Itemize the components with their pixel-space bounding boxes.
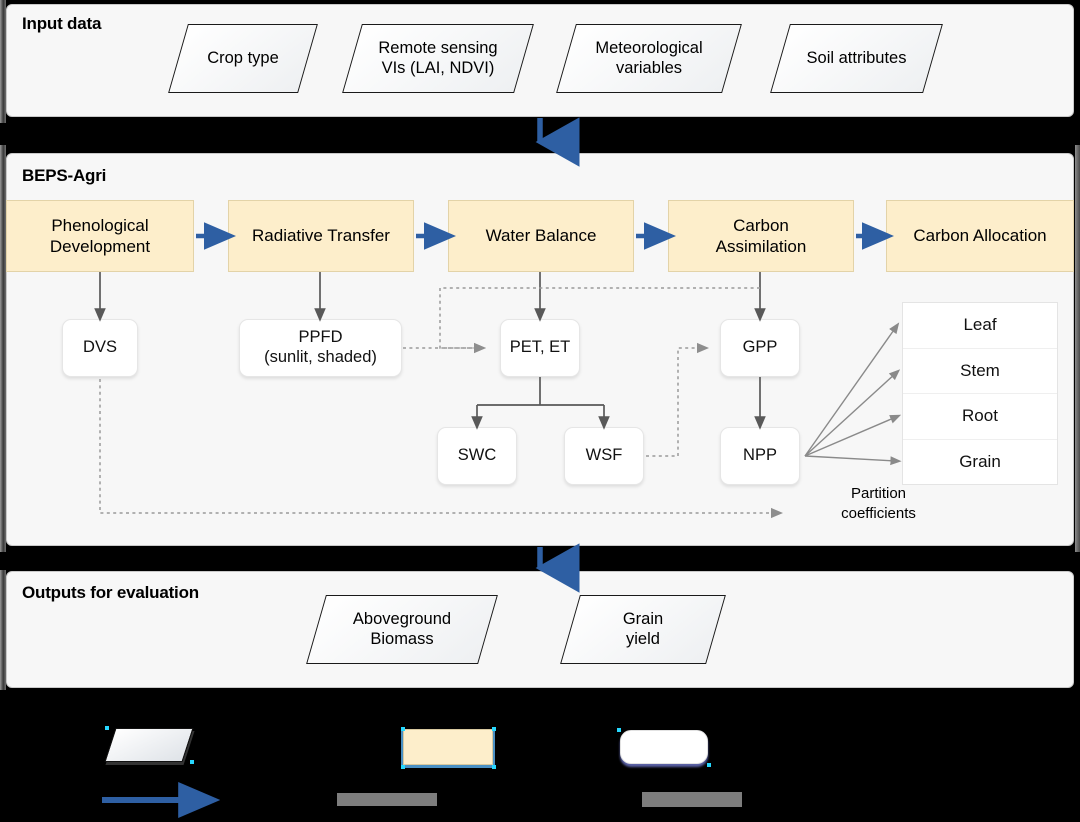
process-box-carbon-assimilation[interactable]: Carbon Assimilation [668, 200, 854, 272]
legend-parallelogram-shape[interactable] [104, 728, 194, 762]
left-scroll-rail[interactable] [0, 0, 6, 690]
legend-handle-proc-br[interactable] [492, 765, 496, 769]
legend-handle-para-br[interactable] [190, 760, 194, 764]
input-label-meteorological: Meteorological variables [595, 38, 703, 77]
output-label-aboveground-biomass: Aboveground Biomass [352, 609, 452, 648]
partition-table: Leaf Stem Root Grain [902, 302, 1058, 485]
process-box-phenological-development[interactable]: Phenological Development [6, 200, 194, 272]
separator-band-top [0, 123, 1080, 145]
variable-box-wsf[interactable]: WSF [564, 427, 644, 485]
input-data-title: Input data [22, 14, 102, 33]
variable-box-npp[interactable]: NPP [720, 427, 800, 485]
legend-caption-bar-1 [337, 793, 437, 806]
legend-handle-proc-bl[interactable] [401, 765, 405, 769]
legend-handle-var-br[interactable] [707, 763, 711, 767]
variable-box-gpp[interactable]: GPP [720, 319, 800, 377]
variable-box-dvs[interactable]: DVS [62, 319, 138, 377]
legend-process-box-shape[interactable] [403, 729, 493, 765]
legend-handle-proc-tr[interactable] [492, 727, 496, 731]
process-box-carbon-allocation[interactable]: Carbon Allocation [886, 200, 1074, 272]
partition-row-root[interactable]: Root [903, 394, 1057, 440]
variable-box-ppfd[interactable]: PPFD (sunlit, shaded) [239, 319, 402, 377]
output-label-grain-yield: Grain yield [622, 609, 664, 648]
legend-handle-var-tl[interactable] [617, 728, 621, 732]
process-box-water-balance[interactable]: Water Balance [448, 200, 634, 272]
partition-row-stem[interactable]: Stem [903, 349, 1057, 394]
variable-box-pet-et[interactable]: PET, ET [500, 319, 580, 377]
partition-row-leaf[interactable]: Leaf [903, 303, 1057, 349]
beps-agri-title: BEPS-Agri [22, 166, 107, 185]
input-label-remote-sensing: Remote sensing VIs (LAI, NDVI) [378, 38, 498, 77]
right-scroll-rail[interactable] [1075, 140, 1080, 555]
legend-caption-bar-2 [642, 792, 742, 807]
legend-variable-box-shape[interactable] [620, 730, 708, 764]
legend-handle-proc-tl[interactable] [401, 727, 405, 731]
separator-band-bottom [0, 552, 1080, 570]
process-box-radiative-transfer[interactable]: Radiative Transfer [228, 200, 414, 272]
partition-row-grain[interactable]: Grain [959, 452, 1001, 472]
legend-handle-para-tl[interactable] [105, 726, 109, 730]
variable-box-swc[interactable]: SWC [437, 427, 517, 485]
input-label-crop-type: Crop type [207, 48, 279, 67]
outputs-title: Outputs for evaluation [22, 583, 199, 602]
partition-coefficients-caption: Partition coefficients [841, 485, 916, 522]
input-label-soil-attributes: Soil attributes [806, 48, 907, 67]
